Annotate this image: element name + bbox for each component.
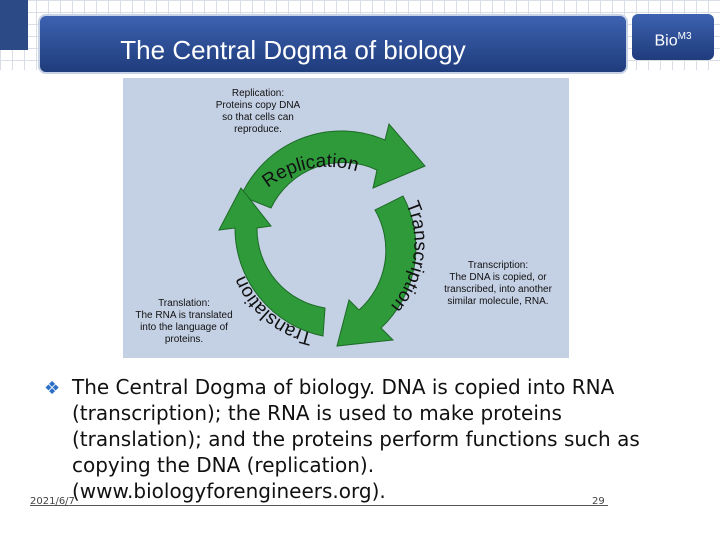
replication-caption: Replication: Proteins copy DNA so that c… xyxy=(215,88,301,135)
translation-arrow xyxy=(218,187,326,337)
logo-superscript: M3 xyxy=(677,31,692,42)
slide-title: The Central Dogma of biology xyxy=(120,35,466,65)
title-bar xyxy=(38,14,628,74)
transcription-caption: Transcription: The DNA is copied, or tra… xyxy=(444,260,552,307)
bullet-text: The Central Dogma of biology. DNA is cop… xyxy=(72,375,640,503)
page-number: 29 xyxy=(592,496,605,507)
translation-caption: Translation: The RNA is translated into … xyxy=(135,298,233,345)
central-dogma-figure: Replication Transcription Translation Re… xyxy=(123,78,569,358)
footer-divider xyxy=(30,505,608,506)
replication-arrow xyxy=(240,122,426,209)
logo-text: Bio xyxy=(654,32,678,50)
header-left-accent xyxy=(0,0,28,50)
cycle-diagram: Replication Transcription Translation xyxy=(218,122,430,349)
bullet-paragraph: ❖ The Central Dogma of biology. DNA is c… xyxy=(44,374,694,504)
diamond-bullet-icon: ❖ xyxy=(44,378,61,399)
footer-date: 2021/6/7 xyxy=(30,496,75,507)
transcription-arrow xyxy=(336,195,417,347)
biom3-logo: BioM3 xyxy=(632,14,714,60)
